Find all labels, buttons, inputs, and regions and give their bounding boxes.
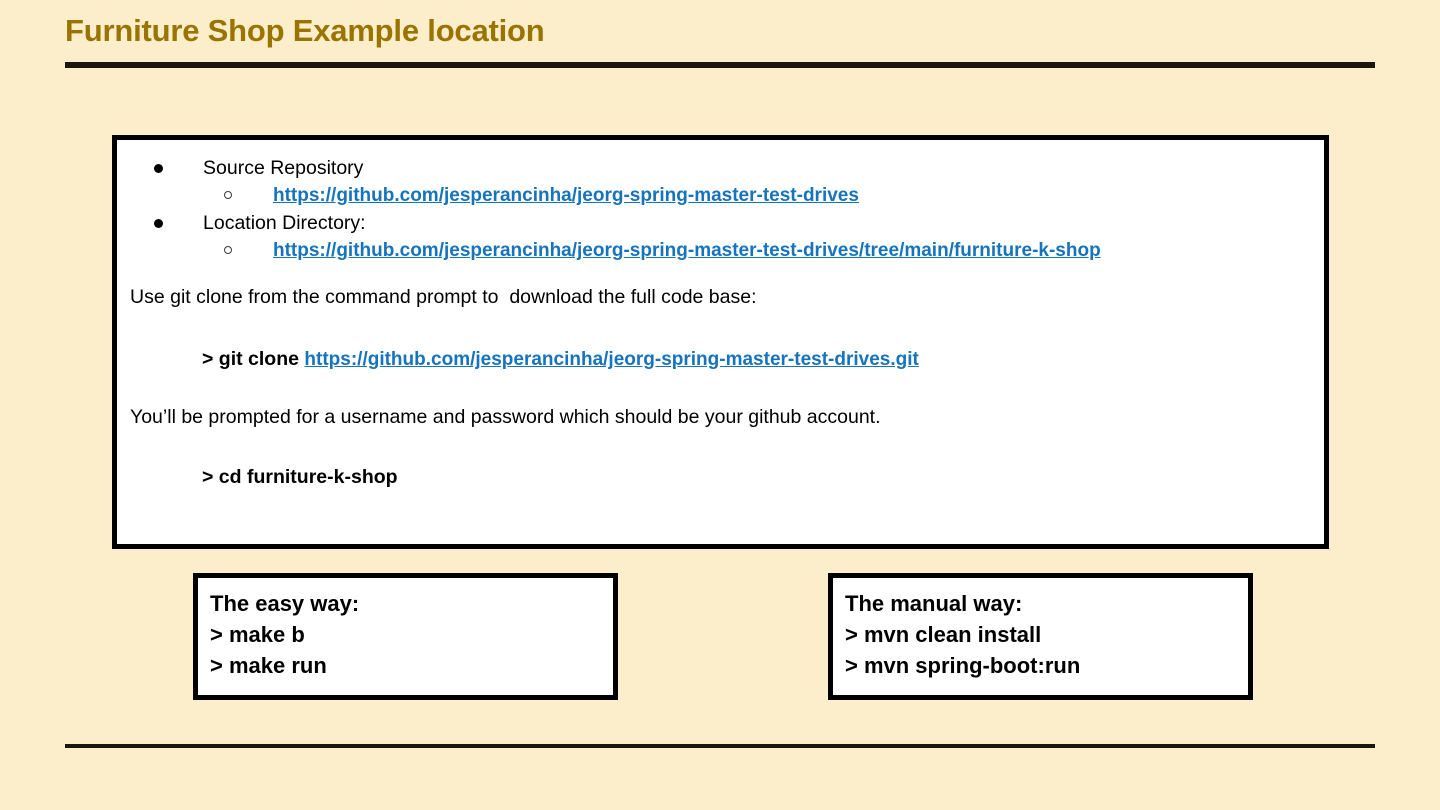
manual-way-line-2: > mvn spring-boot:run bbox=[845, 653, 1081, 678]
list-item: Source Repository bbox=[117, 154, 1324, 182]
footer-divider bbox=[65, 744, 1375, 748]
repository-bullet-list: Source Repository https://github.com/jes… bbox=[117, 154, 1324, 264]
easy-way-line-1: > make b bbox=[210, 622, 305, 647]
easy-way-title: The easy way: bbox=[210, 591, 360, 616]
link-source-repository[interactable]: https://github.com/jesperancinha/jeorg-s… bbox=[273, 185, 859, 206]
manual-way-title: The manual way: bbox=[845, 591, 1023, 616]
page-title: Furniture Shop Example location bbox=[65, 13, 545, 48]
command-git-clone: > git clone https://github.com/jesperanc… bbox=[202, 346, 919, 373]
instruction-text-clone: Use git clone from the command prompt to… bbox=[130, 286, 757, 308]
list-item: Location Directory: bbox=[117, 209, 1324, 237]
easy-way-line-2: > make run bbox=[210, 653, 327, 678]
command-git-clone-prefix: > git clone bbox=[202, 348, 305, 370]
bullet-disc-icon bbox=[154, 164, 163, 173]
title-divider bbox=[65, 62, 1375, 68]
list-item: https://github.com/jesperancinha/jeorg-s… bbox=[117, 182, 1324, 209]
instruction-text-credentials: You’ll be prompted for a username and pa… bbox=[130, 406, 881, 428]
bullet-label-source-repository: Source Repository bbox=[203, 157, 364, 179]
main-content-panel: Source Repository https://github.com/jes… bbox=[112, 135, 1329, 549]
list-item: https://github.com/jesperancinha/jeorg-s… bbox=[117, 237, 1324, 264]
command-cd-furniture-k-shop: > cd furniture-k-shop bbox=[202, 466, 398, 488]
bullet-circle-icon bbox=[224, 246, 232, 254]
manual-way-line-1: > mvn clean install bbox=[845, 622, 1042, 647]
bullet-disc-icon bbox=[154, 219, 163, 228]
bullet-label-location-directory: Location Directory: bbox=[203, 212, 366, 234]
bullet-circle-icon bbox=[224, 191, 232, 199]
easy-way-box: The easy way: > make b > make run bbox=[193, 573, 618, 700]
link-location-directory[interactable]: https://github.com/jesperancinha/jeorg-s… bbox=[273, 240, 1101, 261]
manual-way-box: The manual way: > mvn clean install > mv… bbox=[828, 573, 1253, 700]
link-git-clone-repository[interactable]: https://github.com/jesperancinha/jeorg-s… bbox=[304, 349, 919, 370]
